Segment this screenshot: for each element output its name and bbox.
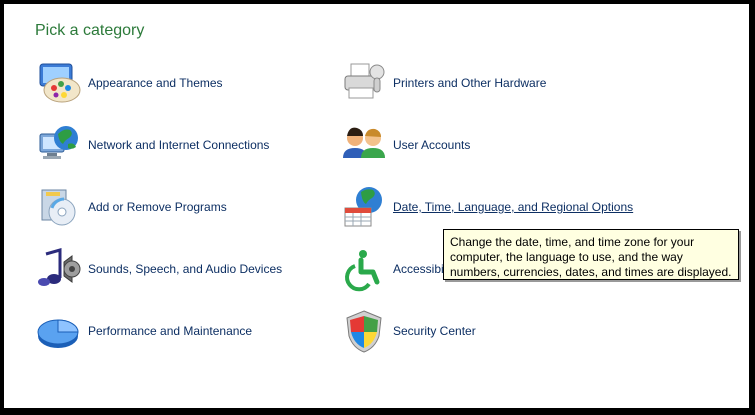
category-label: Performance and Maintenance (88, 324, 253, 338)
sounds-speech-audio-icon (38, 248, 81, 286)
category-label: Appearance and Themes (88, 76, 223, 90)
appearance-themes-icon (39, 63, 81, 103)
accessibility-options-icon (345, 250, 380, 292)
performance-maintenance-icon (37, 319, 79, 348)
category-label: User Accounts (393, 138, 471, 152)
category-label: Accessibi (393, 262, 444, 276)
category-add-remove-programs[interactable]: Add or Remove Programs (34, 182, 227, 232)
category-security-center[interactable]: Security Center (339, 306, 476, 356)
category-sounds-speech-audio[interactable]: Sounds, Speech, and Audio Devices (34, 244, 282, 294)
add-remove-programs-icon (41, 189, 76, 226)
page-title: Pick a category (35, 22, 145, 39)
category-label: Sounds, Speech, and Audio Devices (88, 262, 283, 276)
category-label: Add or Remove Programs (88, 200, 227, 214)
category-label: Security Center (393, 324, 476, 338)
network-internet-icon (39, 126, 78, 159)
category-accessibility-options[interactable]: Accessibi (339, 244, 444, 294)
date-time-tooltip: Change the date, time, and time zone for… (443, 229, 739, 280)
category-performance-maintenance[interactable]: Performance and Maintenance (34, 306, 252, 356)
printers-hardware-icon (344, 63, 385, 99)
category-label: Date, Time, Language, and Regional Optio… (393, 200, 634, 214)
category-date-time-language-regional[interactable]: Date, Time, Language, and Regional Optio… (339, 182, 633, 232)
control-panel-window: Pick a category Appearance and Themes Ne… (4, 4, 749, 408)
date-time-language-regional-icon (344, 187, 382, 227)
category-user-accounts[interactable]: User Accounts (339, 120, 470, 170)
security-center-icon (346, 310, 382, 353)
category-appearance-themes[interactable]: Appearance and Themes (34, 58, 223, 108)
user-accounts-icon (343, 127, 385, 158)
category-network-internet[interactable]: Network and Internet Connections (34, 120, 269, 170)
category-label: Network and Internet Connections (88, 138, 270, 152)
category-label: Printers and Other Hardware (393, 76, 547, 90)
category-printers-hardware[interactable]: Printers and Other Hardware (339, 58, 546, 108)
